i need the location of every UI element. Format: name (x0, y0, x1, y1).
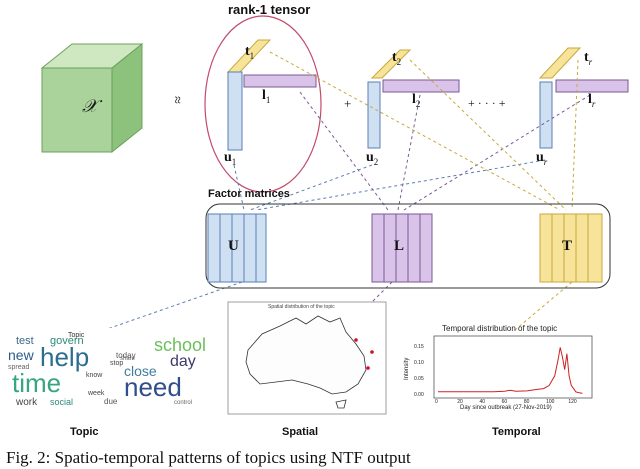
label-u2: u2 (366, 150, 379, 167)
xtick-label: 60 (501, 399, 508, 405)
label-l1: l1 (262, 88, 271, 105)
word: help (40, 342, 90, 372)
rank-term-2 (367, 49, 460, 149)
word: control (174, 400, 193, 406)
label-t1: t1 (245, 44, 255, 61)
xtick-label: 100 (546, 399, 555, 405)
topic-wordcloud: Topic test govern school new help day ti… (6, 328, 210, 410)
spatial-map-panel (227, 301, 387, 415)
label-lr: lr (588, 92, 596, 109)
xtick-label: 40 (479, 399, 485, 405)
word: time (12, 368, 62, 398)
xtick-label: 80 (523, 399, 530, 405)
tensor-symbol: 𝒳 (82, 96, 98, 116)
xtick-label: 120 (568, 399, 577, 405)
word: school (154, 335, 207, 355)
matrix-U (207, 213, 267, 283)
word: stop (110, 360, 124, 367)
factor-matrices-title: Factor matrices (208, 188, 290, 200)
label-ur: ur (536, 150, 548, 167)
label-l2: l2 (412, 92, 421, 109)
spatial-map-title: Spatial distribution of the topic (268, 304, 335, 310)
label-u1: u1 (224, 150, 237, 167)
rank1-tensor-title: rank-1 tensor (228, 2, 311, 17)
panel-label-spatial: Spatial (282, 426, 319, 438)
australia-outline (245, 315, 367, 395)
approx-symbol: ≈ (168, 96, 184, 104)
ytick-label: 0.00 (414, 392, 424, 398)
temporal-chart-ylabel: Intensity (404, 357, 410, 380)
connector-lines (89, 51, 591, 336)
word: spread (8, 364, 30, 371)
matrix-U-label: U (228, 238, 239, 254)
temporal-chart-title: Temporal distribution of the topic (442, 324, 558, 333)
tensor-cube (40, 42, 144, 154)
word: today (116, 351, 136, 360)
panel-label-topic: Topic (70, 426, 99, 438)
rank1-highlight-ellipse (204, 15, 322, 193)
temporal-chart-panel (433, 335, 593, 399)
word: day (170, 353, 196, 370)
ytick-label: 0.10 (414, 360, 424, 367)
word: test (16, 335, 34, 347)
word: week (88, 390, 105, 397)
matrix-T-label: T (562, 238, 573, 254)
matrix-T (539, 213, 603, 283)
word: due (104, 397, 118, 406)
word: social (50, 397, 74, 407)
panel-label-temporal: Temporal (492, 426, 541, 438)
label-t2: t2 (392, 50, 402, 67)
word: know (86, 372, 103, 379)
ellipsis-operator: + · · · + (468, 96, 506, 110)
word: close (124, 363, 157, 379)
matrix-L (371, 213, 433, 283)
word: share (120, 356, 136, 362)
temporal-chart-xlabel: Day since outbreak (27-Nov-2019) (460, 405, 552, 411)
temporal-series-line (438, 347, 583, 394)
word: govern (50, 335, 84, 347)
ytick-label: 0.05 (414, 376, 424, 383)
label-tr: tr (584, 50, 593, 67)
figure-caption: Fig. 2: Spatio-temporal patterns of topi… (6, 448, 411, 467)
xtick-label: 20 (457, 399, 463, 405)
plus-operator: + (344, 96, 352, 111)
matrix-L-label: L (394, 238, 405, 254)
wordcloud-tag: Topic (68, 332, 85, 339)
factor-matrices-box (205, 203, 611, 289)
word: work (16, 397, 38, 408)
rank-term-r (538, 47, 629, 149)
rank-term-1 (226, 39, 317, 151)
xtick-label: 0 (435, 399, 438, 405)
word: need (124, 372, 182, 402)
ytick-label: 0.15 (414, 344, 424, 351)
word: new (8, 347, 34, 363)
